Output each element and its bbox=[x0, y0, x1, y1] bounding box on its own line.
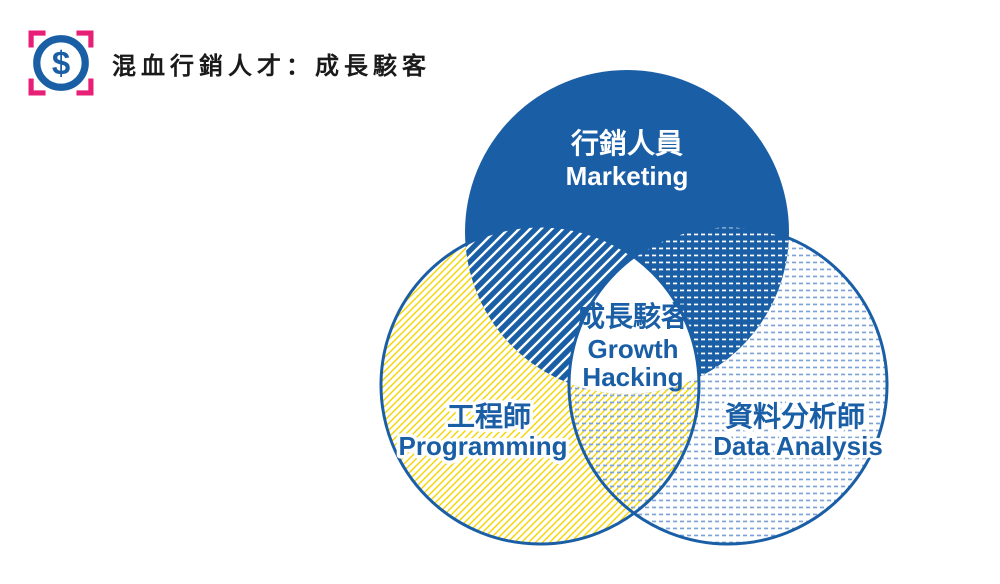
viewfinder-brackets bbox=[28, 30, 94, 96]
marketing-label-zh: 行銷人員 bbox=[570, 127, 683, 159]
programming-circle-outline bbox=[379, 224, 701, 546]
data-analysis-label-en: Data Analysis bbox=[713, 431, 883, 461]
programming-label-en: Programming bbox=[398, 431, 567, 461]
header: $ 混血行銷人才：成長駭客 bbox=[28, 30, 431, 96]
growth-hacking-label-zh: 成長駭客 bbox=[577, 300, 690, 332]
data-analysis-label-zh: 資料分析師 bbox=[725, 401, 865, 432]
coin-ring bbox=[33, 35, 89, 91]
page-title: 混血行銷人才：成長駭客 bbox=[112, 52, 431, 80]
growth-hacking-label-en-line1: Growth bbox=[588, 334, 679, 364]
growth-hacking-label-en-line2: Hacking bbox=[582, 362, 683, 392]
data-analysis-circle-outline bbox=[567, 224, 889, 546]
dollar-target-icon: $ bbox=[28, 30, 94, 96]
marketing-label-en: Marketing bbox=[566, 161, 689, 191]
dollar-symbol: $ bbox=[52, 44, 70, 81]
programming-label-zh: 工程師 bbox=[447, 401, 531, 432]
